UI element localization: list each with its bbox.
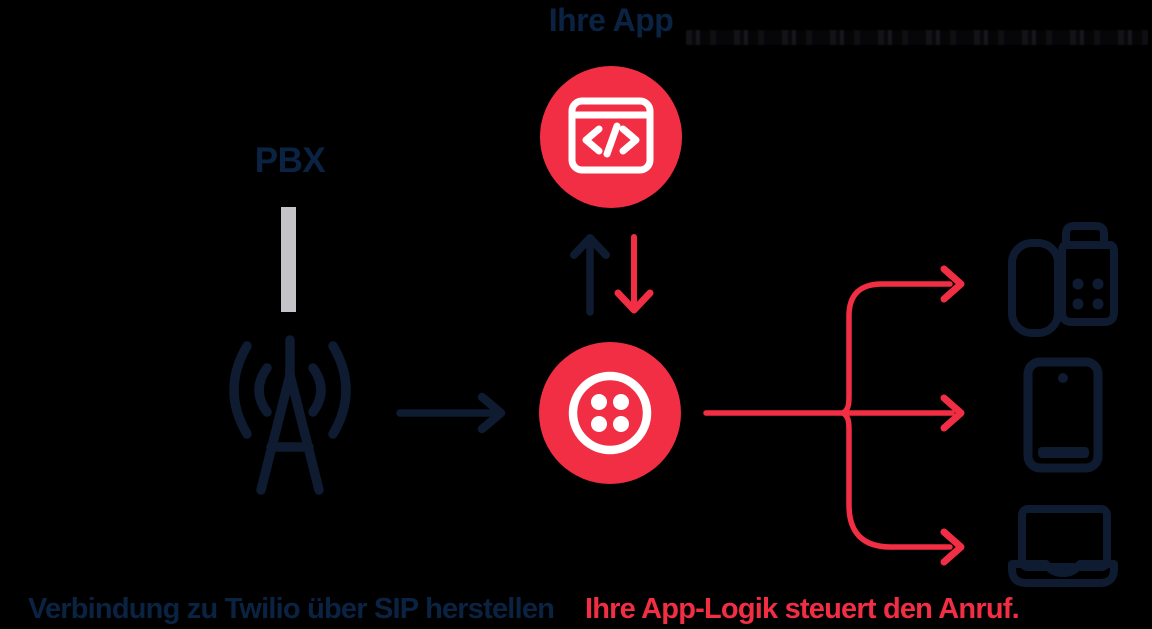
faint-artifact-strip [686,30,1148,45]
antenna-icon [229,335,351,495]
app-node-circle [540,66,682,208]
right-arrow [396,392,506,434]
pbx-connector-bar [281,207,296,312]
down-arrow [614,234,654,314]
desk-phone-icon [1008,222,1118,337]
smartphone-icon [1023,357,1103,473]
up-arrow [570,234,610,316]
app-node-label: Ihre App [548,2,674,38]
caption-app-logic: Ihre App-Logik steuert den Anruf. [585,593,1020,625]
code-browser-icon [568,97,654,174]
laptop-icon [1008,505,1118,587]
pbx-node-label: PBX [254,141,326,180]
caption-sip: Verbindung zu Twilio über SIP herstellen [28,593,555,625]
twilio-logo-icon [539,342,681,484]
branch-arrows [703,265,965,566]
